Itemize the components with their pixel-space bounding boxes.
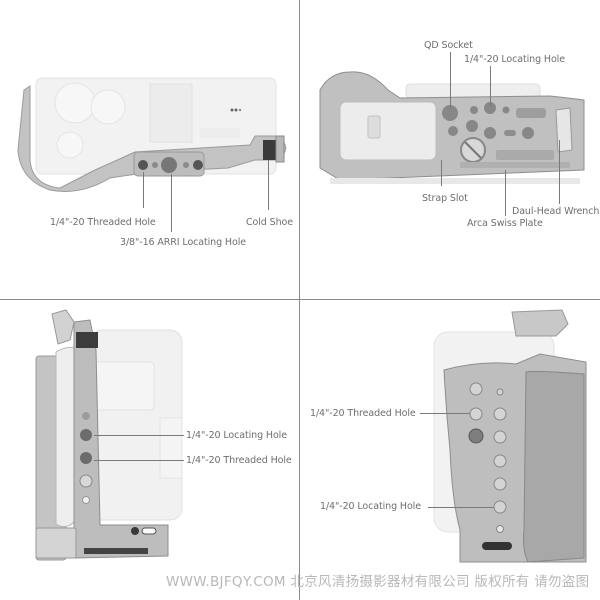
label-dual-head-wrench: Daul-Head Wrench bbox=[512, 206, 600, 217]
cage-bottom-view-illustration bbox=[319, 71, 585, 184]
leader-line bbox=[94, 435, 184, 436]
label-strap-slot: Strap Slot bbox=[422, 193, 468, 204]
watermark: WWW.BJFQY.COM 北京风清扬摄影器材有限公司 版权所有 请勿盗图 bbox=[166, 574, 590, 590]
cage-left-view-illustration bbox=[35, 309, 183, 561]
leader-line bbox=[441, 160, 442, 186]
label-threaded-hole: 1/4"-20 Threaded Hole bbox=[186, 455, 292, 466]
leader-line bbox=[505, 170, 506, 216]
label-threaded-hole: 1/4"-20 Threaded Hole bbox=[50, 217, 156, 228]
horizontal-divider bbox=[0, 299, 600, 300]
label-threaded-hole: 1/4"-20 Threaded Hole bbox=[310, 408, 416, 419]
label-arca-swiss-plate: Arca Swiss Plate bbox=[467, 218, 543, 229]
cage-right-view-illustration bbox=[433, 309, 587, 563]
label-cold-shoe: Cold Shoe bbox=[246, 217, 293, 228]
leader-line bbox=[559, 140, 560, 204]
leader-line bbox=[490, 66, 491, 106]
label-qd-socket: QD Socket bbox=[424, 40, 473, 51]
leader-line bbox=[143, 172, 144, 208]
label-locating-hole: 1/4"-20 Locating Hole bbox=[320, 501, 421, 512]
label-locating-hole: 1/4"-20 Locating Hole bbox=[186, 430, 287, 441]
leader-line bbox=[94, 460, 184, 461]
leader-line bbox=[171, 174, 172, 232]
leader-line bbox=[450, 52, 451, 108]
cage-top-view-illustration bbox=[17, 77, 287, 192]
leader-line bbox=[428, 507, 494, 508]
label-locating-hole: 1/4"-20 Locating Hole bbox=[464, 54, 565, 65]
vertical-divider bbox=[299, 0, 300, 600]
label-arri-locating-hole: 3/8"-16 ARRI Locating Hole bbox=[120, 237, 246, 248]
leader-line bbox=[268, 160, 269, 210]
leader-line bbox=[420, 413, 470, 414]
